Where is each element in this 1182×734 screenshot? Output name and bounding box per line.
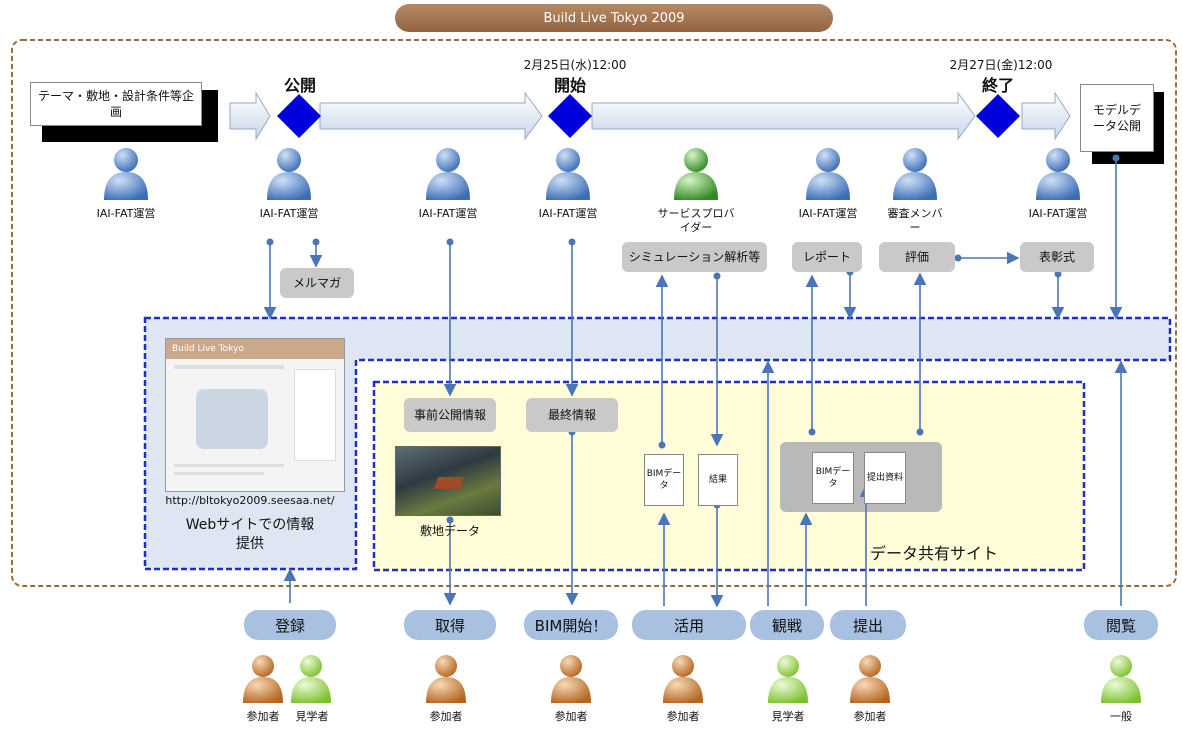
site-data-image <box>395 446 501 516</box>
submission-doc: 提出資料 <box>864 452 906 504</box>
report-box: レポート <box>792 242 862 272</box>
timeline <box>229 91 1071 141</box>
milestone-end-label: 終了 <box>981 76 1014 95</box>
role-label-participant-1: 参加者 <box>246 710 280 723</box>
model-publish-text: モデルデータ公開 <box>1092 103 1141 133</box>
person-icon-iaifat-2 <box>267 148 311 200</box>
person-icon-judges <box>893 148 937 200</box>
milestone-start-date: 2月25日(水)12:00 <box>523 58 627 72</box>
person-icon-participant-3 <box>551 655 591 703</box>
role-label-provider: サービスプロバイダー <box>657 207 735 234</box>
website-url[interactable]: http://bltokyo2009.seesaa.net/ <box>165 494 335 507</box>
role-label-iaifat-2: IAI-FAT運営 <box>259 207 319 220</box>
model-publish-box: モデルデータ公開 <box>1080 84 1154 152</box>
person-icon-participant-2 <box>426 655 466 703</box>
website-thumbnail-header: Build Live Tokyo <box>166 339 344 359</box>
role-label-observer-1: 見学者 <box>295 710 329 723</box>
submit-button[interactable]: 提出 <box>830 610 906 640</box>
website-thumbnail: Build Live Tokyo <box>165 338 345 492</box>
person-icon-participant-4 <box>663 655 703 703</box>
milestone-diamonds <box>277 94 1020 138</box>
role-label-iaifat-3: IAI-FAT運営 <box>418 207 478 220</box>
bim-start-button[interactable]: BIM開始！ <box>524 610 618 640</box>
role-label-participant-4: 参加者 <box>666 710 700 723</box>
role-label-iaifat-1: IAI-FAT運営 <box>96 207 156 220</box>
evaluation-box: 評価 <box>879 242 955 272</box>
person-icon-observer-1 <box>291 655 331 703</box>
role-label-iaifat-4: IAI-FAT運営 <box>538 207 598 220</box>
role-label-public: 一般 <box>1110 710 1132 723</box>
person-icon-public <box>1101 655 1141 703</box>
planning-text: テーマ・敷地・設計条件等企画 <box>37 89 194 119</box>
role-label-observer-2: 見学者 <box>771 710 805 723</box>
outer-frame <box>11 39 1177 587</box>
person-icon-iaifat-3 <box>426 148 470 200</box>
person-icon-iaifat-1 <box>104 148 148 200</box>
share-site-label: データ共有サイト <box>870 544 999 563</box>
role-label-participant-3: 参加者 <box>554 710 588 723</box>
browse-button[interactable]: 閲覧 <box>1084 610 1158 640</box>
diagram-title: Build Live Tokyo 2009 <box>395 4 833 32</box>
person-icon-iaifat-6 <box>1036 148 1080 200</box>
person-icon-participant-1 <box>243 655 283 703</box>
role-label-iaifat-6: IAI-FAT運営 <box>1028 207 1088 220</box>
mailmag-box: メルマガ <box>280 268 354 298</box>
bim-data-doc-2: BIMデータ <box>812 452 854 504</box>
use-button[interactable]: 活用 <box>632 610 746 640</box>
person-icon-iaifat-4 <box>546 148 590 200</box>
watch-button[interactable]: 観戦 <box>750 610 824 640</box>
obtain-button[interactable]: 取得 <box>404 610 496 640</box>
award-box: 表彰式 <box>1020 242 1094 272</box>
site-data-label: 敷地データ <box>419 524 480 538</box>
role-label-judges: 審査メンバー <box>887 207 943 234</box>
person-icon-observer-2 <box>768 655 808 703</box>
milestone-start-label: 開始 <box>553 76 586 95</box>
website-caption: Webサイトでの情報提供 <box>185 517 315 552</box>
register-button[interactable]: 登録 <box>244 610 336 640</box>
final-info-box: 最終情報 <box>526 398 618 432</box>
person-icon-iaifat-5 <box>806 148 850 200</box>
simulation-box: シミュレーション解析等 <box>622 242 767 272</box>
milestone-end-date: 2月27日(金)12:00 <box>949 58 1053 72</box>
role-label-participant-5: 参加者 <box>853 710 887 723</box>
bim-data-doc-1: BIMデータ <box>644 454 684 506</box>
pre-info-box: 事前公開情報 <box>404 398 496 432</box>
result-doc: 結果 <box>698 454 738 506</box>
person-icon-participant-5 <box>850 655 890 703</box>
planning-box: テーマ・敷地・設計条件等企画 <box>30 82 202 126</box>
person-icon-provider <box>674 148 718 200</box>
milestone-publish-label: 公開 <box>283 76 316 95</box>
role-label-participant-2: 参加者 <box>429 710 463 723</box>
role-label-iaifat-5: IAI-FAT運営 <box>798 207 858 220</box>
